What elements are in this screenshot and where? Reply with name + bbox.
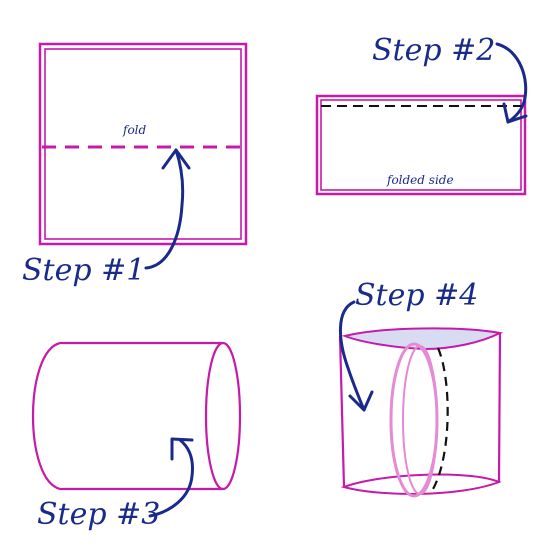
folded-side-label: folded side [386,173,454,187]
step1-label: Step #1 [22,253,145,288]
step4-arrowhead-icon [348,390,374,412]
step2-arrowhead-icon [502,102,528,124]
step4-label: Step #4 [355,278,478,313]
step1-square-inner [44,48,242,240]
step2-rect-inner [320,99,522,191]
step4-panel: Step #4 [338,278,504,498]
step4-right-side [497,332,502,483]
fold-label: fold [122,123,147,137]
step3-panel: Step #3 [32,341,242,532]
step4-arrow-icon [338,300,366,412]
step3-cylinder-end [204,341,242,491]
step3-arrowhead-icon [170,437,194,461]
step4-inner-ring-inner [402,345,438,495]
step4-left-side [338,335,346,488]
step2-arrow-icon [495,42,528,124]
step4-dashed-fold [429,347,449,495]
step1-arrowhead-icon [161,148,191,170]
step3-arrow-icon [148,438,194,518]
step2-rect-outer [315,94,527,196]
step3-label: Step #3 [37,497,160,532]
step1-panel: fold Step #1 [22,42,248,288]
step1-square-outer [38,42,248,246]
step2-label: Step #2 [372,33,495,68]
step3-cylinder-body [32,341,223,491]
step2-panel: folded side Step #2 [315,33,528,196]
step4-top-opening [341,327,504,351]
step4-bottom-edge [340,473,502,495]
step1-arrow-icon [144,148,185,270]
step4-inner-ring-outer [389,342,439,498]
